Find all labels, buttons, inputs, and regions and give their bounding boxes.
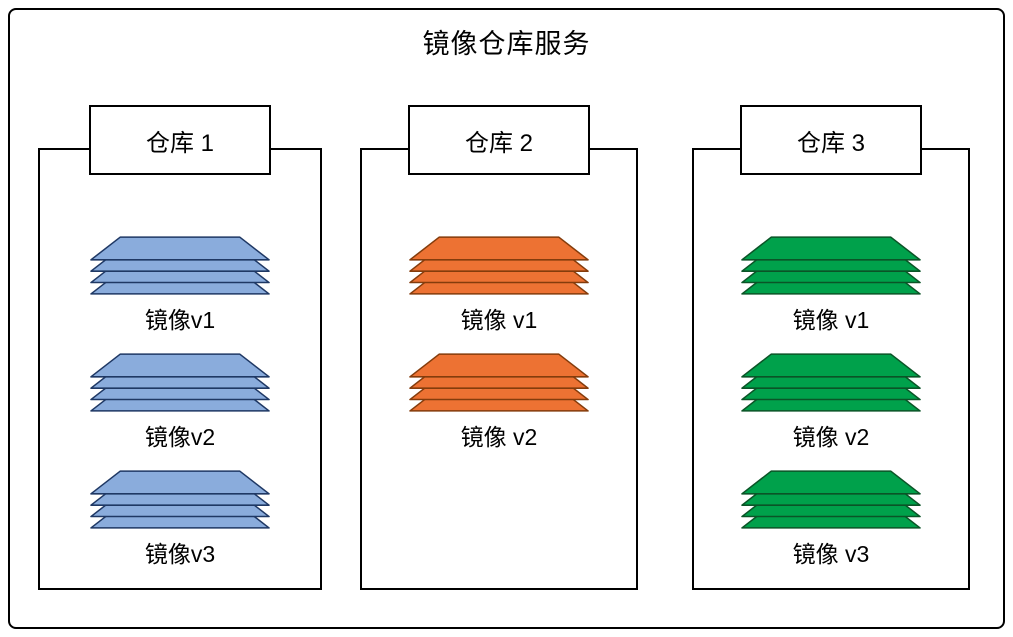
layer-plate [90, 470, 270, 495]
image-stack: 镜像v1 [85, 236, 275, 335]
layer-stack-icon [409, 236, 589, 295]
layer-stack-icon [90, 470, 270, 529]
image-label: 镜像 v1 [792, 307, 870, 333]
image-label: 镜像v3 [144, 541, 216, 567]
layer-plate [90, 353, 270, 378]
image-label: 镜像 v3 [792, 541, 870, 567]
image-label: 镜像 v2 [792, 424, 870, 450]
warehouse-label-1: 仓库 1 [89, 105, 271, 175]
image-stack: 镜像 v1 [736, 236, 926, 335]
image-stack: 镜像 v2 [736, 353, 926, 452]
warehouse-label-2: 仓库 2 [408, 105, 590, 175]
warehouse-container-3: 仓库 3 镜像 v1 镜像 v2 镜像 v3 [692, 105, 970, 590]
warehouse-label-3: 仓库 3 [740, 105, 922, 175]
image-stack: 镜像 v2 [404, 353, 594, 452]
layer-stack-icon [741, 353, 921, 412]
layer-plate [90, 236, 270, 261]
layer-stack-icon [741, 470, 921, 529]
layer-stack-icon [90, 353, 270, 412]
diagram-title: 镜像仓库服务 [422, 29, 591, 59]
image-label: 镜像v2 [144, 424, 216, 450]
image-stack: 镜像v3 [85, 470, 275, 569]
image-label: 镜像 v2 [460, 424, 538, 450]
layer-stack-icon [741, 236, 921, 295]
image-stack: 镜像v2 [85, 353, 275, 452]
layer-stack-icon [409, 353, 589, 412]
layer-plate [409, 236, 589, 261]
image-stack: 镜像 v3 [736, 470, 926, 569]
layer-plate [409, 353, 589, 378]
warehouse-container-2: 仓库 2 镜像 v1 镜像 v2 [360, 105, 638, 590]
warehouse-container-1: 仓库 1 镜像v1 镜像v2 镜像v3 [38, 105, 322, 590]
layer-plate [741, 353, 921, 378]
layer-stack-icon [90, 236, 270, 295]
image-stack: 镜像 v1 [404, 236, 594, 335]
image-label: 镜像 v1 [460, 307, 538, 333]
layer-plate [741, 470, 921, 495]
image-label: 镜像v1 [144, 307, 216, 333]
layer-plate [741, 236, 921, 261]
